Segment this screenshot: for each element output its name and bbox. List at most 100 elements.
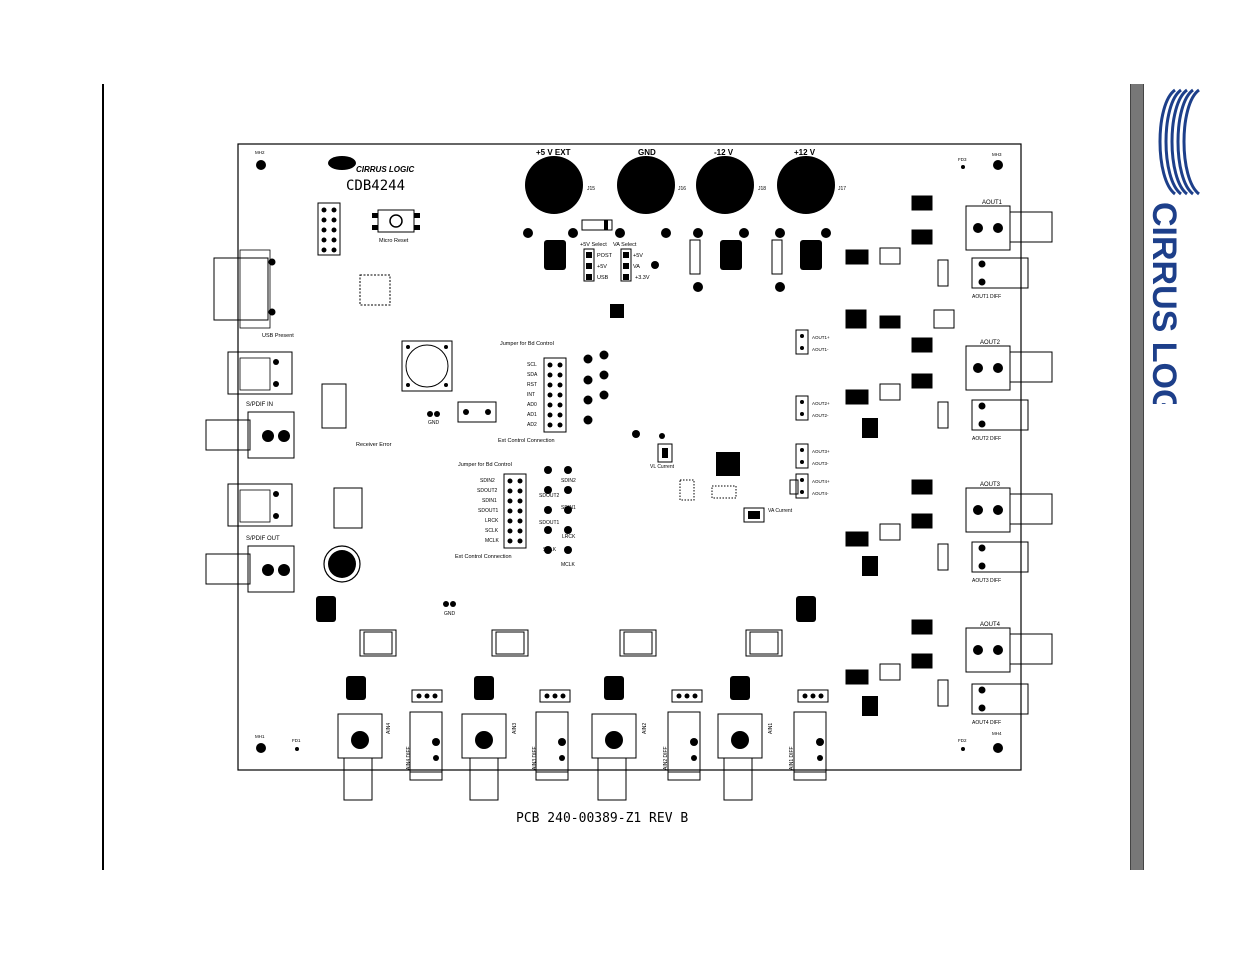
mounting-holes: MH2 MH3 MH1 MH4 FD3 FD1 FD2 [255,150,1003,753]
mounting-hole-label: MH4 [992,731,1002,736]
pcb-revision-label: PCB 240-00389-Z1 REV B [516,811,688,826]
test-point-label: SDOUT2 [539,493,560,499]
jumper-pin-label: SCLK [485,528,499,534]
output-pin-label: AOUT2- [812,413,829,418]
usb-connector [213,249,276,329]
board-logo-text: CIRRUS LOGIC [356,165,414,174]
output-pin-label: AOUT2+ [812,401,830,406]
jumper-pin-label: INT [527,392,535,398]
output-diff-label: AOUT2 DIFF [972,436,1001,442]
output-pin-label: AOUT3+ [812,449,830,454]
jumper-block-footer: Ext Control Connection [498,438,555,444]
input-diff-label: AIN1 DIFF [789,746,795,770]
jumper-pin-label: AD0 [527,402,537,408]
jumper-pin-label: SDIN2 [480,478,495,484]
power-jack-plus-12v: +12 V J17 [777,148,846,214]
jumper-pin-label: LRCK [485,518,499,524]
jumper-pin-label: SDOUT2 [477,488,498,494]
mounting-hole-label: MH1 [255,734,265,739]
output-channel-1: AOUT1 AOUT1 DIFF AOUT1+ AOUT1- [795,200,1053,355]
input-label: AIN4 [386,723,392,734]
optical-connector-lower [227,483,293,527]
output-pin-label: AOUT1+ [812,335,830,340]
jumper-pin-label: SDIN1 [482,498,497,504]
test-point-label: SDIN1 [561,505,576,511]
input-opamps [363,631,779,655]
control-jumper-block-2: Jumper for Bd Control SDIN2 SDOUT2 SDIN1… [455,462,576,568]
output-diff-label: AOUT4 DIFF [972,720,1001,726]
output-label: AOUT2 [980,340,1001,346]
usb-present-label: USB Present [262,333,294,339]
logo-mark-icon [1158,88,1201,196]
output-pin-label: AOUT4+ [812,479,830,484]
input-label: AIN2 [642,723,648,734]
micro-reset-label: Micro Reset [379,238,409,244]
control-jumper-block-1: Jumper for Bd Control SCL SDA RST INT AD… [498,341,609,444]
test-point-label: SDOUT1 [539,520,560,526]
jumper-pin-label: AD1 [527,412,537,418]
fiducial-label: FD3 [958,157,967,162]
select-va-label: VA [633,264,640,270]
gnd-test-point-left: GND [427,411,440,426]
output-pin-label: AOUT1- [812,347,829,352]
gnd-label: GND [428,420,440,426]
crystal-y1 [457,401,497,423]
brand-sidebar-bar [1130,84,1144,870]
jumper-pin-label: SCL [527,362,537,368]
power-jack-label: +5 V EXT [536,148,571,157]
regulator-u5 [610,304,624,318]
jumper-block-footer: Ext Control Connection [455,554,512,560]
jumper-pin-label: SDA [527,372,538,378]
left-margin-rule [102,84,104,870]
power-jack-ref: J17 [838,186,846,192]
usb-mcu-chip [359,274,391,306]
transformer-q1 [323,545,361,583]
select-plus5v-label: +5V [633,253,643,259]
board-header-logo: CIRRUS LOGIC [328,156,414,174]
header-c2 [317,202,341,256]
input-channel-1: AIN1 AIN1 DIFF [717,629,829,801]
mounting-hole-label: MH2 [255,150,265,155]
input-channel-2: AIN2 AIN2 DIFF [591,629,703,801]
input-channel-4: AIN4 AIN4 DIFF [337,629,443,801]
power-select-block: +5V Select VA Select POST +5V USB +5V VA… [580,242,659,282]
board-outline [237,143,1022,771]
output-label: AOUT3 [980,482,1001,488]
jumper-pin-label: MCLK [485,538,500,544]
jumper-block-title: Jumper for Bd Control [458,462,512,468]
input-label: AIN1 [768,723,774,734]
power-jack-label: -12 V [714,148,734,157]
receiver-error-label: Receiver Error [356,442,392,448]
transmitter-chip [333,487,363,529]
codec-chip-area: VL Current VA Current [632,430,799,523]
usb-label: USB [597,275,609,281]
power-jack-label: +12 V [794,148,816,157]
diodes [581,219,783,275]
gnd-test-point-mid: GND [443,601,456,617]
jumper-pin-label: RST [527,382,537,388]
spdif-out-connector: S/PDIF OUT [205,536,295,593]
output-channel-2: AOUT2 AOUT2 DIFF AOUT2+ AOUT2- [795,340,1053,442]
micro-reset-switch: Micro Reset [372,209,420,244]
power-jack-gnd: GND J16 [617,148,686,214]
jumper-pin-label: SDOUT1 [478,508,499,514]
mounting-hole-label: MH3 [992,152,1002,157]
output-channel-3: AOUT3 AOUT3 DIFF AOUT3+ AOUT3- [795,443,1053,584]
input-diff-label: AIN2 DIFF [663,746,669,770]
va-current-label: VA Current [768,508,793,514]
va-select-label: VA Select [613,242,637,248]
spdif-in-connector: S/PDIF IN [205,402,295,459]
output-channel-4: AOUT4 AOUT4 DIFF AOUT4+ AOUT4- [795,473,1053,726]
input-channel-3: AIN3 AIN3 DIFF [461,629,571,801]
spdif-out-label: S/PDIF OUT [246,536,280,542]
jumper-block-title: Jumper for Bd Control [500,341,554,347]
crystal-y2 [401,340,453,392]
output-diff-label: AOUT3 DIFF [972,578,1001,584]
brand-logo-text: CIRRUS LOGIC [1145,202,1183,404]
power-terminal-dots [523,228,831,292]
input-diff-label: AIN4 DIFF [406,746,412,770]
power-jack-ref: J15 [587,186,595,192]
test-point-label: SCLK [543,547,557,553]
fiducial-label: FD2 [958,738,967,743]
